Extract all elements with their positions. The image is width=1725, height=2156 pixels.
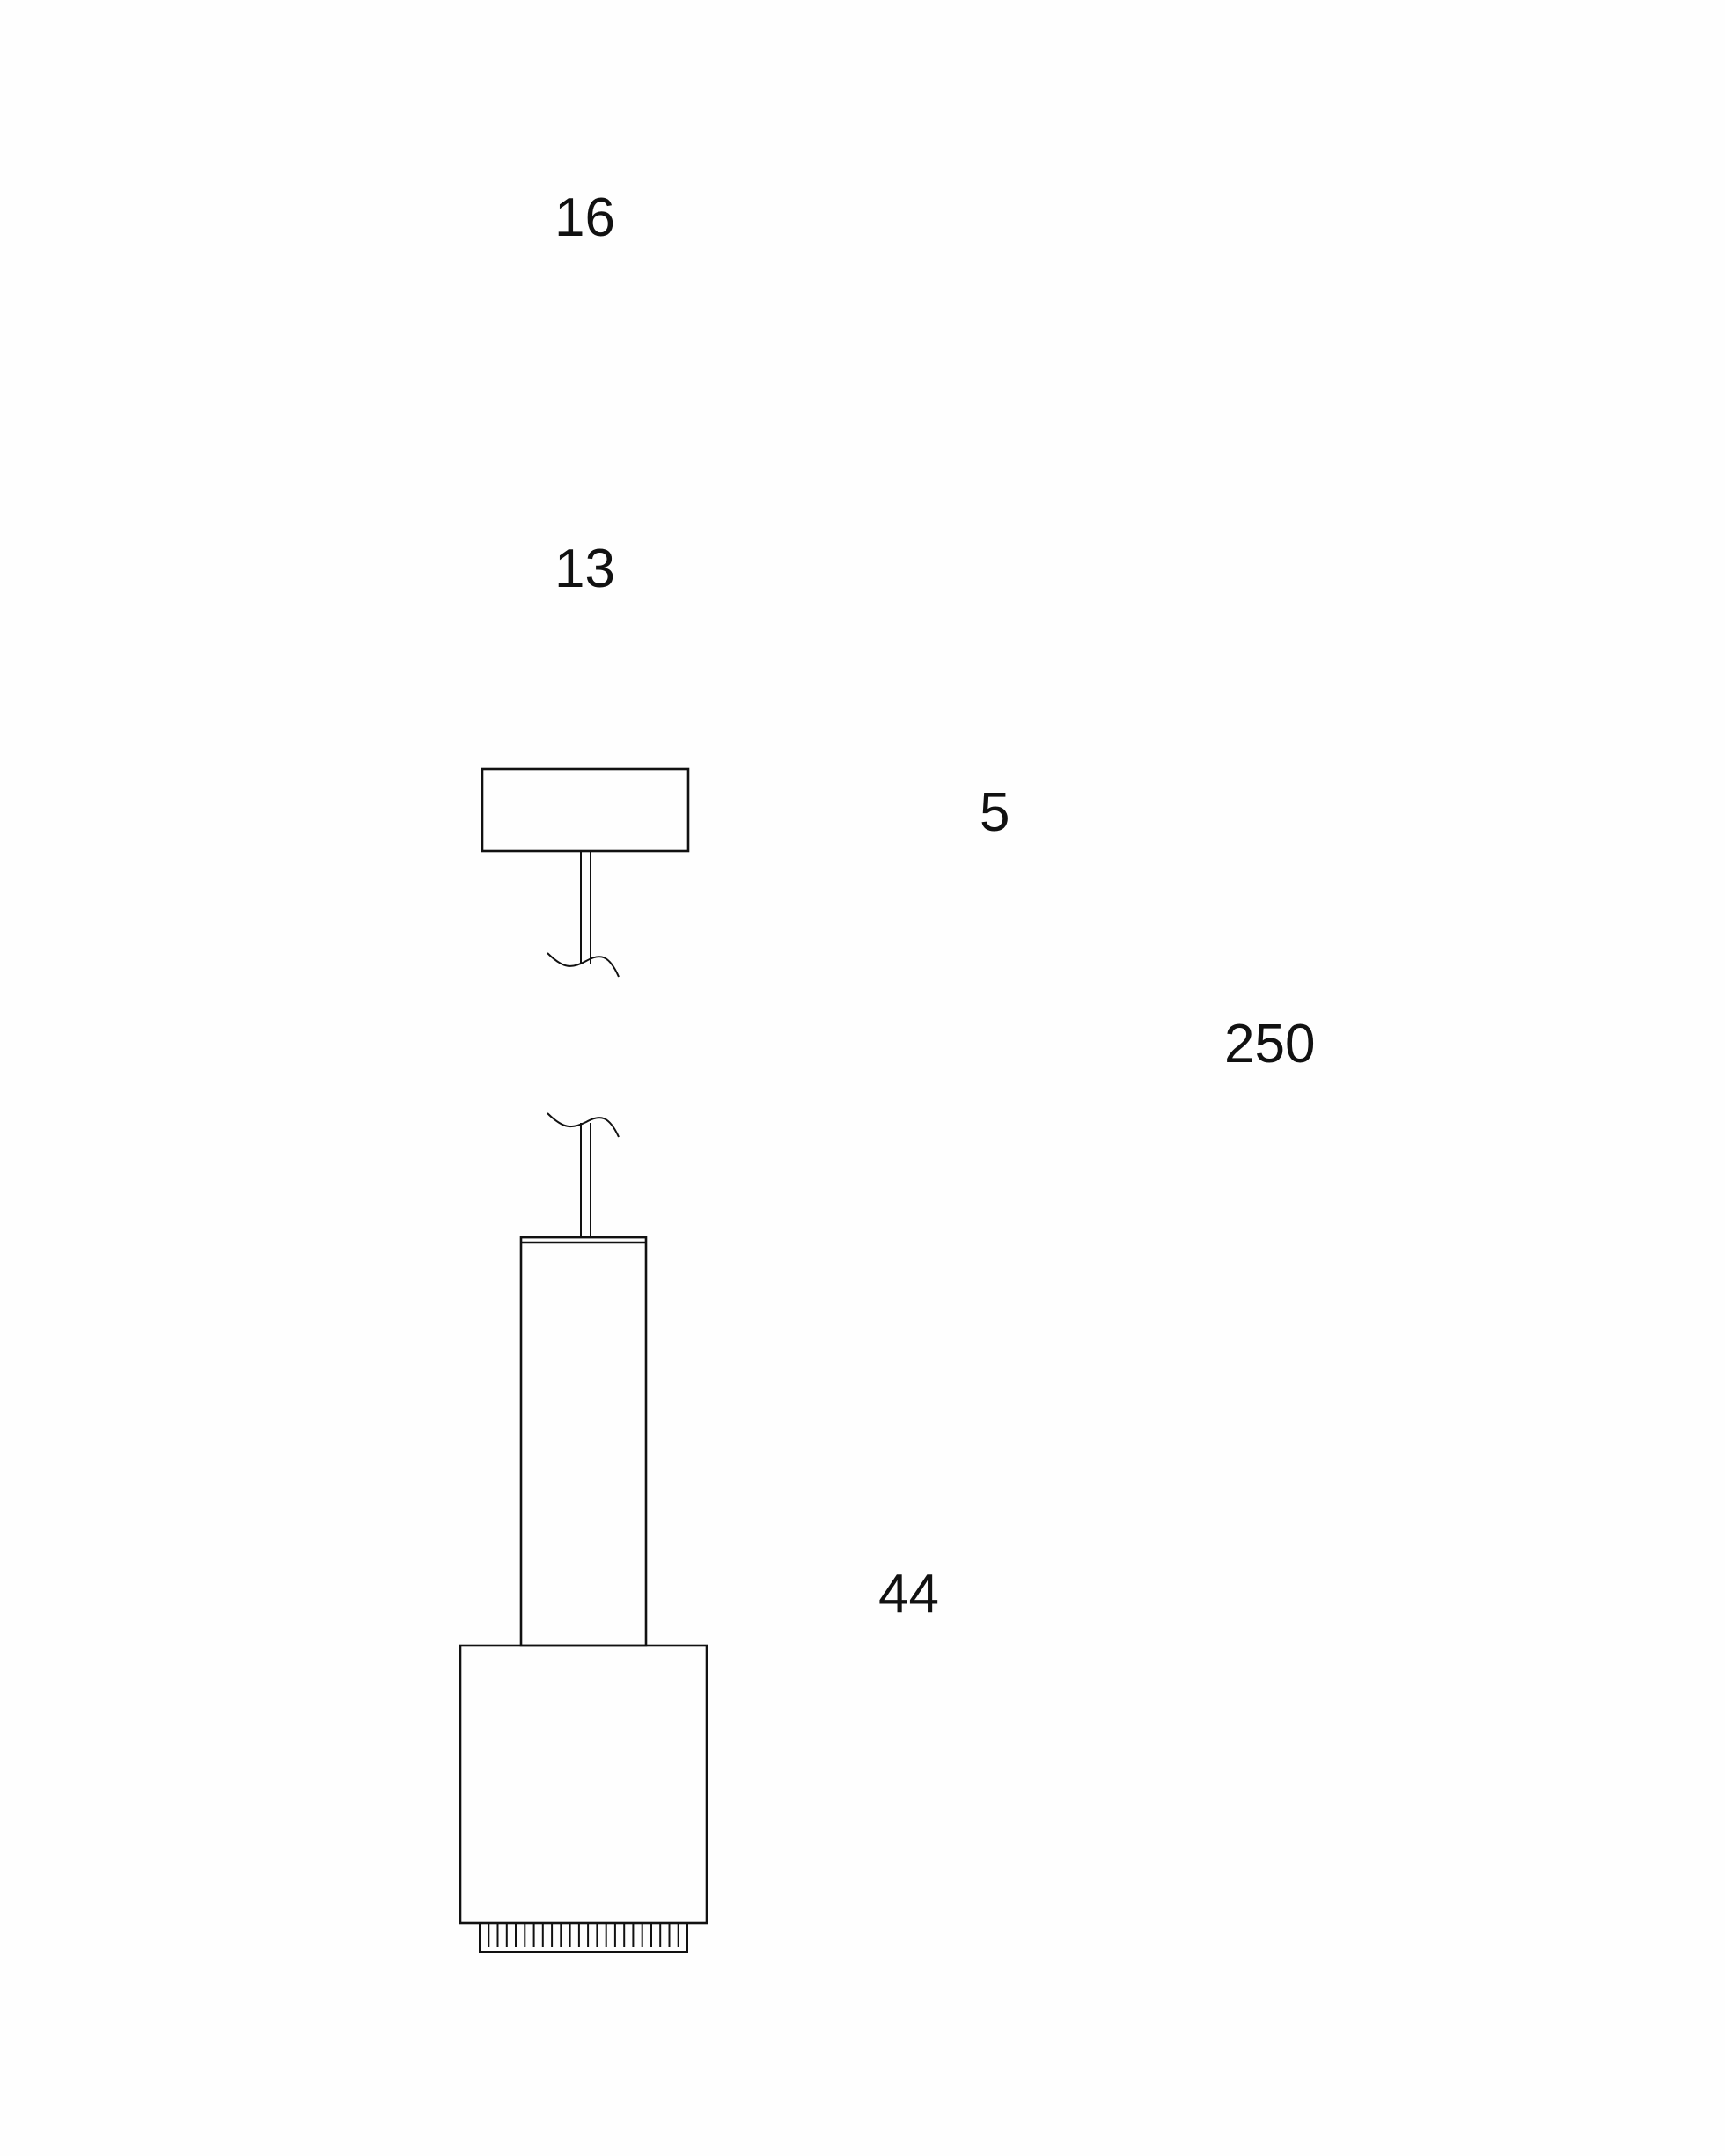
- upper-break-mark: [547, 952, 620, 978]
- ceiling-canopy: [481, 767, 690, 853]
- upper-cord: [580, 851, 591, 964]
- canopy-diameter-label: 16: [554, 187, 615, 248]
- lower-break-mark: [547, 1112, 620, 1138]
- lower-cord: [580, 1123, 591, 1237]
- upper-shade-cylinder: [519, 1236, 648, 1647]
- cord-length-label: 250: [1224, 1014, 1315, 1074]
- stem-thickness-label: 5: [980, 782, 1009, 843]
- louvered-base: [479, 1922, 688, 1953]
- canopy-height-label: 13: [554, 539, 615, 599]
- shade-height-label: 44: [878, 1564, 939, 1624]
- lower-shade-cylinder: [459, 1644, 708, 1925]
